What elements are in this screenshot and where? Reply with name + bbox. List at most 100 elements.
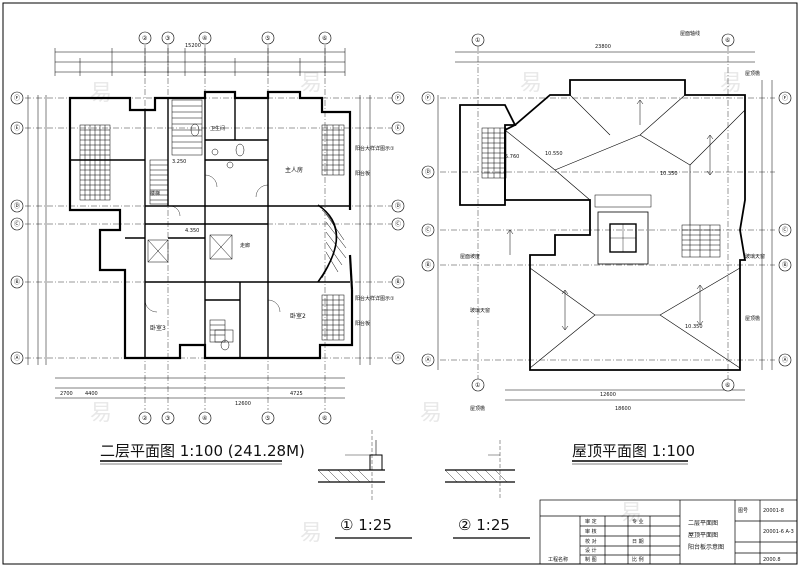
grid-row-label: Ⓓ [14,202,20,210]
grid-col-label: ③ [165,415,170,422]
grid-row-label: Ⓓ [425,168,431,176]
grid-row-label: Ⓔ [14,124,20,132]
elevation-label: 5.760 [505,154,519,160]
watermark: 易 [90,401,112,426]
annotation: 屋顶檐 [470,405,485,412]
roof-plan [437,45,775,401]
annotation: 阳台大样详图示① [355,145,395,152]
annotation: 屋顶檐 [745,70,760,77]
drawing-titles: 二层平面图 1:100 (241.28M) 屋顶平面图 1:100 ① 1:25… [100,442,695,539]
dim-label: 15200 [185,43,201,49]
watermark: 易 [300,521,322,546]
grid-col-label: ⑤ [265,35,270,42]
tb-date: 2000.8 [763,557,781,563]
grid-row-label: Ⓕ [395,94,401,102]
annotation: 玻璃天窗 [745,253,765,260]
grid-row-label: Ⓒ [425,226,431,234]
tb-row-label: 校 对 [585,538,597,545]
detail-2 [444,440,515,500]
grid-row-label: Ⓕ [14,94,20,102]
dim-label: 12600 [600,392,616,398]
roof-grid: ① ⑥ ① ⑥ Ⓕ Ⓓ Ⓒ Ⓑ Ⓐ Ⓕ Ⓒ Ⓑ Ⓐ [421,33,792,392]
watermark: 易 [620,501,642,526]
annotation: 屋面坡度 [460,253,480,260]
detail2-title: ② 1:25 [458,516,510,534]
tb-drawing-name: 屋顶平面图 [688,532,718,539]
elevation-label: 4.350 [185,228,199,234]
grid-row-label: Ⓑ [14,278,20,286]
grid-col-label: ② [142,415,148,422]
watermark: 易 [90,81,112,106]
grid-row-label: Ⓒ [14,220,20,228]
dim-label: 4725 [290,391,303,397]
detail1-title: ① 1:25 [340,516,392,534]
floor2-grid-rows: Ⓕ Ⓔ Ⓓ Ⓒ Ⓑ Ⓐ Ⓕ Ⓔ Ⓓ Ⓒ Ⓑ Ⓐ [10,91,405,365]
floor2-title: 二层平面图 1:100 (241.28M) [100,442,305,460]
grid-col-label: ① [475,37,480,44]
elevation-label: 3.250 [172,159,186,165]
grid-col-label: ⑤ [265,415,270,422]
grid-row-label: Ⓑ [425,261,431,269]
grid-col-label: ④ [202,35,207,42]
grid-row-label: Ⓓ [395,202,401,210]
elevation-label: 10.350 [685,324,703,330]
grid-row-label: Ⓐ [425,356,431,364]
annotation: 阳台大样详图示① [355,295,395,302]
tb-drawing-name: 阳台板示意图 [688,543,724,551]
grid-row-label: Ⓐ [395,354,401,362]
grid-col-label: ① [475,382,480,389]
grid-col-label: ⑥ [725,382,730,389]
floor2-grid-top: ② ③ ④ ⑤ ⑥ ② ③ ④ ⑤ ⑥ [138,31,332,425]
dim-label: 23800 [595,44,611,50]
dim-label: 2700 [60,391,73,397]
dim-label: 18600 [615,406,631,412]
floor2-plan [25,45,395,410]
tb-proj-label: 工程名称 [548,556,568,563]
roof-labels: 23800 18600 12600 屋面轴线 屋顶檐 玻璃天窗 屋面坡度 玻璃天… [460,30,765,412]
tb-drawing-no: 20001-8 [763,508,784,514]
title-block: 审 定 审 核 校 对 设 计 制 图 专 业 日 期 比 例 工程名称 二层平… [539,499,798,565]
grid-col-label: ⑥ [725,37,730,44]
room-label: 卧室3 [150,324,166,332]
annotation: 玻璃天窗 [470,307,490,314]
grid-row-label: Ⓒ [395,220,401,228]
room-label: 主人房 [285,166,303,174]
annotation: 阳台板 [355,320,370,327]
grid-row-label: Ⓑ [782,261,788,269]
tb-row-label: 日 期 [632,539,644,545]
watermark: 易 [720,71,742,96]
elevation-label: 10.550 [545,151,563,157]
elevation-label: 10.350 [660,171,678,177]
dim-label: 4400 [85,391,98,397]
annotation: 屋面轴线 [680,30,700,37]
dim-label: 12600 [235,401,251,407]
grid-row-label: Ⓐ [14,354,20,362]
grid-row-label: Ⓑ [395,278,401,286]
grid-row-label: Ⓕ [425,94,431,102]
grid-row-label: Ⓒ [782,226,788,234]
room-label: 楼梯 [150,190,160,197]
grid-row-label: Ⓕ [782,94,788,102]
tb-row-label: 设 计 [585,547,597,554]
tb-no-label: 图号 [738,508,748,514]
detail-1 [317,430,385,500]
roof-title: 屋顶平面图 1:100 [572,442,695,460]
watermark: 易 [300,71,322,96]
grid-row-label: Ⓐ [782,356,788,364]
room-label: 卧室2 [290,312,306,320]
room-label: 走廊 [240,242,250,249]
tb-drawing-name: 二层平面图 [688,520,718,527]
grid-col-label: ③ [165,35,170,42]
grid-col-label: ⑥ [322,415,327,422]
tb-row-label: 审 核 [585,528,597,535]
tb-sheet: 20001-6 A-3 [763,529,794,535]
watermark: 易 [420,401,442,426]
grid-col-label: ④ [202,415,207,422]
grid-row-label: Ⓔ [395,124,401,132]
tb-row-label: 审 定 [585,518,597,525]
tb-row-label: 比 例 [632,556,644,563]
room-label: 卫生间 [210,125,225,132]
